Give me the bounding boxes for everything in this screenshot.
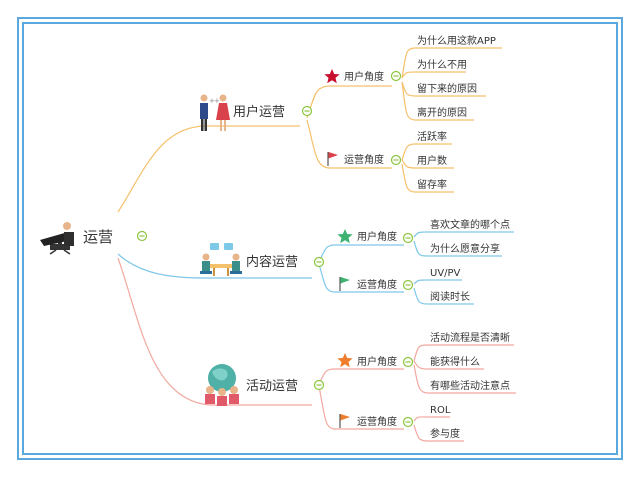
branch-content-ops-label: 内容运营	[246, 254, 298, 270]
leaf-item[interactable]: 留下来的原因	[417, 82, 477, 95]
leaf-item[interactable]: 喜欢文章的哪个点	[430, 218, 510, 231]
branch-activity-ops-label: 活动运营	[246, 379, 298, 394]
sub-content-ops-user-angle[interactable]: 用户角度	[337, 229, 397, 244]
collapse-toggle-user-ops[interactable]	[301, 105, 313, 117]
leaf-item[interactable]: 用户数	[417, 154, 447, 167]
sub-label: 运营角度	[357, 278, 397, 291]
collapse-toggle-activity-ops-user-angle[interactable]	[402, 356, 414, 368]
sub-label: 用户角度	[357, 230, 397, 243]
collapse-toggle-root[interactable]	[136, 230, 148, 242]
root-label: 运营	[83, 228, 113, 246]
flag-icon	[327, 152, 338, 166]
collapse-toggle-user-ops-ops-angle[interactable]	[390, 154, 402, 166]
globe-people-icon	[205, 364, 239, 406]
leaf-item[interactable]: 为什么愿意分享	[430, 242, 500, 255]
root-node[interactable]: 运营	[40, 222, 113, 255]
star-icon	[324, 69, 340, 84]
connector-root-user-ops	[117, 125, 300, 213]
sub-label: 运营角度	[344, 153, 384, 166]
leaf-item[interactable]: 活动流程是否清晰	[430, 331, 510, 344]
sub-activity-ops-user-angle[interactable]: 用户角度	[337, 353, 397, 368]
leaf-item[interactable]: 为什么不用	[417, 59, 467, 71]
connector-root-content-ops	[117, 253, 312, 279]
leaf-item[interactable]: 留存率	[417, 178, 447, 191]
star-icon	[337, 353, 353, 368]
svg-text:+: +	[209, 97, 215, 105]
branch-user-ops[interactable]: + + 用户运营	[200, 94, 285, 132]
collapse-toggle-activity-ops[interactable]	[313, 379, 325, 391]
sub-user-ops-ops-angle[interactable]: 运营角度	[327, 152, 384, 166]
leaf-item[interactable]: 参与度	[430, 427, 460, 440]
branch-content-ops[interactable]: 内容运营	[200, 243, 298, 276]
leaf-item[interactable]: 能获得什么	[430, 355, 480, 368]
leaf-item[interactable]: 为什么用这款APP	[417, 34, 496, 47]
inner-frame	[22, 22, 618, 455]
leaf-item[interactable]: 阅读时长	[430, 290, 470, 303]
branch-user-ops-label: 用户运营	[233, 104, 285, 120]
collapse-toggle-content-ops-user-angle[interactable]	[402, 232, 414, 244]
leaf-item[interactable]: UV/PV	[430, 268, 461, 279]
sub-label: 用户角度	[357, 355, 397, 368]
sub-user-ops-user-angle[interactable]: 用户角度	[324, 69, 384, 84]
sub-label: 运营角度	[357, 415, 397, 428]
svg-text:+: +	[214, 97, 220, 105]
collapse-toggle-activity-ops-ops-angle[interactable]	[402, 416, 414, 428]
sub-activity-ops-ops-angle[interactable]: 运营角度	[339, 414, 397, 428]
leaf-item[interactable]: ROL	[430, 405, 451, 416]
meeting-table-icon	[200, 243, 242, 276]
collapse-toggle-content-ops[interactable]	[313, 256, 325, 268]
person-in-chair-icon	[40, 222, 74, 255]
couple-icon: + +	[200, 94, 230, 131]
flag-icon	[339, 277, 350, 291]
star-icon	[337, 229, 353, 244]
leaf-item[interactable]: 有哪些活动注意点	[430, 379, 510, 392]
collapse-toggle-user-ops-user-angle[interactable]	[390, 70, 402, 82]
connector-root-activity-ops	[117, 257, 312, 406]
sub-label: 用户角度	[344, 70, 384, 83]
outer-frame	[17, 17, 623, 460]
collapse-toggle-content-ops-ops-angle[interactable]	[402, 279, 414, 291]
leaf-item[interactable]: 活跃率	[417, 130, 447, 143]
branch-activity-ops[interactable]: 活动运营	[205, 364, 298, 406]
leaf-item[interactable]: 离开的原因	[417, 106, 467, 119]
sub-content-ops-ops-angle[interactable]: 运营角度	[339, 277, 397, 291]
flag-icon	[339, 414, 350, 428]
